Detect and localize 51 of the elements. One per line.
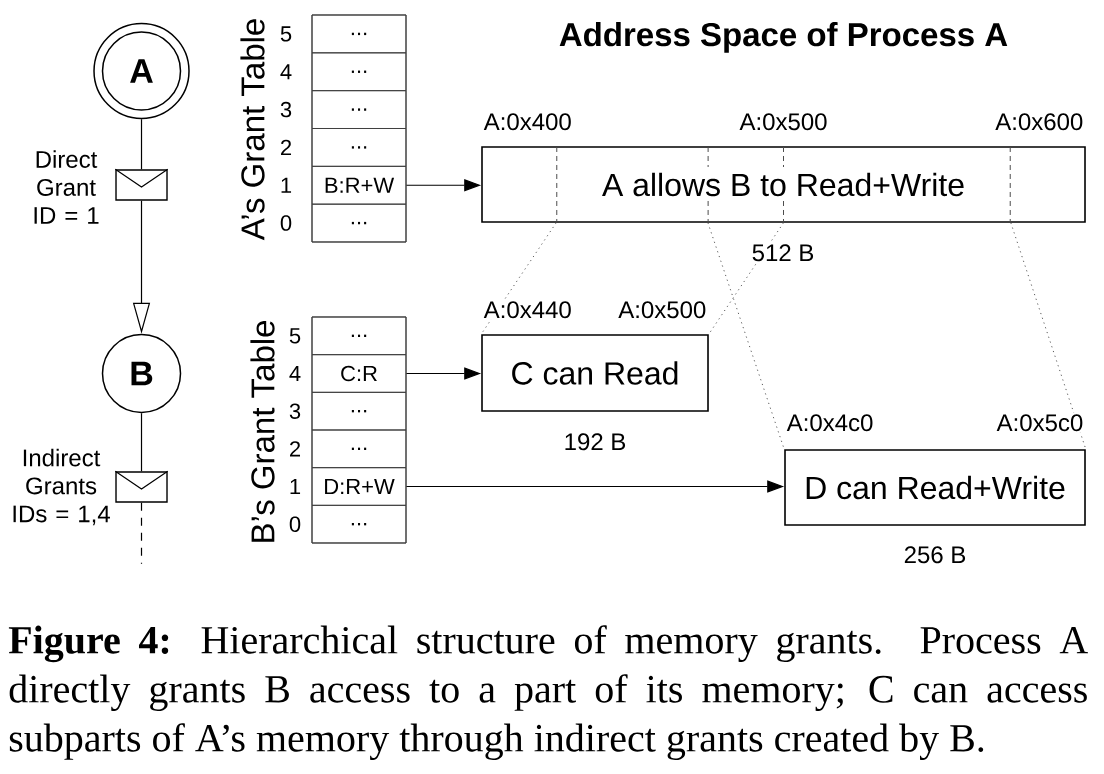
memory-region-box: A allows B to Read+Write [481, 146, 1086, 223]
table-cell: D:R+W [311, 467, 407, 506]
row-number: 4 [280, 64, 292, 80]
table-cell: ... [311, 90, 407, 129]
table-cell: ... [311, 128, 407, 167]
memory-region-box: D can Read+Write [784, 449, 1086, 526]
table-cell: ... [311, 316, 407, 356]
table-cell: ... [311, 504, 407, 544]
table-cell: ... [311, 14, 407, 54]
row-number: 2 [290, 441, 300, 457]
dotted-line [480, 222, 557, 335]
table-heading: B’s Grant Table [250, 320, 275, 542]
connector-line [140, 118, 143, 170]
size-label: 512 B [750, 242, 816, 263]
address-label: A:0x4c0 [785, 412, 875, 433]
address-label: A:0x500 [616, 299, 708, 320]
address-label: A:0x600 [993, 111, 1085, 132]
size-label: 192 B [562, 431, 628, 452]
table-cell: ... [311, 429, 407, 469]
dashed-line [140, 502, 143, 565]
table-cell: ... [311, 391, 407, 431]
row-number: 5 [280, 26, 292, 42]
connector-line [140, 412, 143, 472]
dotted-line [1010, 222, 1087, 450]
table-heading: A’s Grant Table [240, 19, 265, 241]
table-cell: ... [311, 203, 407, 243]
row-number: 0 [289, 516, 301, 532]
dotted-line [707, 222, 785, 450]
row-number: 1 [290, 478, 301, 495]
grant-label: Direct Grant ID = 1 [34, 150, 99, 224]
row-number: 5 [289, 328, 301, 344]
row-number: 4 [289, 365, 301, 382]
size-label: 256 B [902, 544, 968, 565]
address-label: A:0x5c0 [995, 412, 1085, 433]
grant-label: Indirect Grants IDs = 1,4 [13, 448, 110, 526]
address-label: A:0x500 [737, 111, 830, 132]
row-number: 2 [281, 139, 291, 156]
envelope-icon [114, 470, 169, 503]
table-cell: B:R+W [311, 165, 407, 205]
table-cell: ... [311, 52, 407, 92]
table-cell: C:R [311, 354, 407, 393]
row-number: 0 [280, 215, 292, 231]
memory-region-box: C can Read [481, 334, 709, 412]
row-number: 1 [281, 177, 292, 193]
row-number: 3 [280, 101, 292, 118]
caption: Figure 4: Hierarchical structure of memory grants. Process A directly grants B access to a part of its memory; C can access subparts of A’s memory through indirect grants created by B. [8, 625, 1088, 760]
address-label: A:0x400 [482, 111, 574, 132]
heading: Address Space of Process A [559, 22, 1008, 53]
address-label: A:0x440 [482, 299, 574, 320]
row-number: 3 [289, 403, 301, 419]
envelope-icon [114, 168, 169, 201]
